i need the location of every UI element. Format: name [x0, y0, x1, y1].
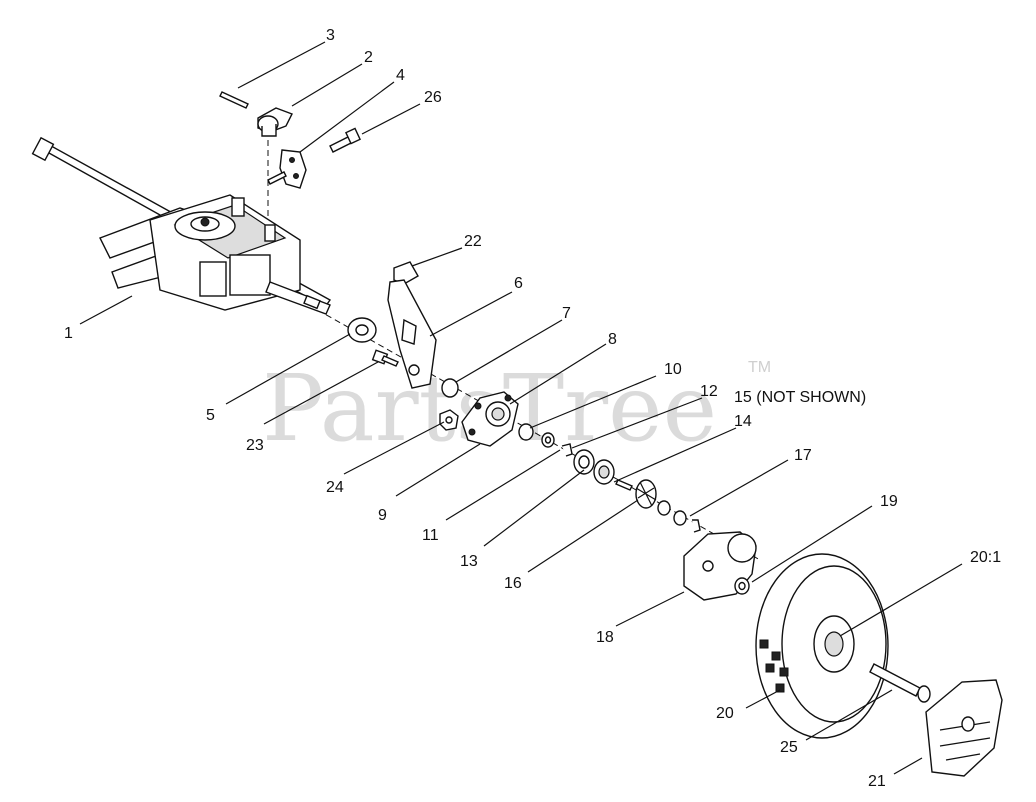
part-24-nut [439, 409, 459, 431]
callout-16: 16 [504, 575, 522, 592]
callout-4: 4 [396, 67, 405, 84]
part-4-bracket [267, 149, 307, 189]
callout-20-1: 20:1 [970, 549, 1001, 566]
callout-3: 3 [326, 27, 335, 44]
callout-20: 20 [716, 705, 734, 722]
callout-7: 7 [562, 305, 571, 322]
callout-15: 15 (NOT SHOWN) [734, 389, 866, 406]
part-19-washer [734, 577, 750, 595]
part-14-pinion-gear [615, 479, 657, 509]
part-3-cotter-pin [219, 91, 249, 109]
callout-5: 5 [206, 407, 215, 424]
callout-25: 25 [780, 739, 798, 756]
callout-18: 18 [596, 629, 614, 646]
callout-labels: 3 2 4 26 1 22 6 5 7 23 8 10 24 12 15 (NO… [64, 27, 1001, 790]
callout-24: 24 [326, 479, 344, 496]
part-9-hub-bracket [461, 391, 519, 447]
callout-2: 2 [364, 49, 373, 66]
part-10-washer [518, 423, 534, 441]
part-20-wheel [755, 553, 889, 739]
part-25-bolt [869, 663, 931, 703]
callout-14: 14 [734, 413, 752, 430]
part-5-washer [347, 317, 377, 343]
callout-1: 1 [64, 325, 73, 342]
callout-6: 6 [514, 275, 523, 292]
callout-26: 26 [424, 89, 442, 106]
part-7-ring [441, 378, 459, 398]
callout-12: 12 [700, 383, 718, 400]
callout-21: 21 [868, 773, 886, 790]
callout-23: 23 [246, 437, 264, 454]
part-13-bearing [573, 449, 595, 475]
part-21-hub-cap [925, 679, 1003, 777]
callout-10: 10 [664, 361, 682, 378]
part-6-adjuster-plate [387, 279, 437, 389]
part-2-knob [257, 107, 293, 137]
part-11-washer [541, 432, 555, 448]
callout-17: 17 [794, 447, 812, 464]
part-23-bolt [371, 349, 399, 367]
part-17-washer [657, 500, 701, 533]
part-22-clip [393, 261, 419, 285]
callout-9: 9 [378, 507, 387, 524]
callout-8: 8 [608, 331, 617, 348]
leader-lines [79, 41, 963, 775]
callout-22: 22 [464, 233, 482, 250]
watermark-trademark: TM [748, 359, 771, 376]
part-16-bearing [593, 459, 615, 485]
callout-11: 11 [422, 527, 439, 544]
transmission-assembly [31, 136, 332, 315]
callout-13: 13 [460, 553, 478, 570]
callout-19: 19 [880, 493, 898, 510]
part-26-bolt [329, 127, 361, 153]
part-12-clip [561, 443, 573, 457]
